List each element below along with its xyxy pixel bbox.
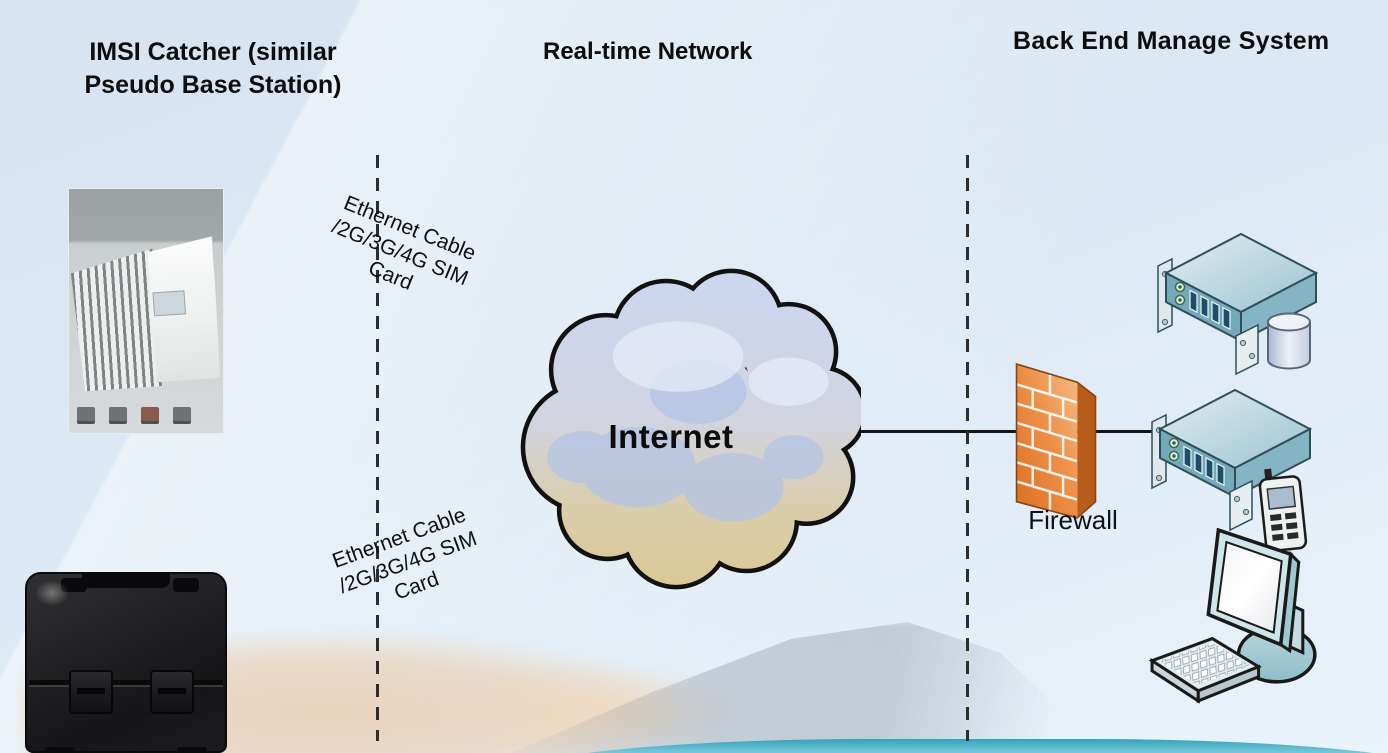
case-handle <box>81 572 171 588</box>
case-highlight <box>35 580 69 606</box>
device-display <box>152 290 187 317</box>
internet-cloud-icon <box>487 250 868 610</box>
device-connectors <box>77 407 217 425</box>
device-heatsink-fins <box>70 248 163 391</box>
case-handle-notch <box>172 578 199 592</box>
rack-server-phone-icon <box>1150 386 1326 564</box>
firewall-label: Firewall <box>1028 505 1118 535</box>
section-title-imsi-catcher: IMSI Catcher (similar Pseudo Base Statio… <box>42 36 384 102</box>
firewall-brick-wall-icon <box>1004 358 1106 526</box>
case-groove <box>29 680 223 685</box>
mobile-phone-icon <box>1258 468 1308 553</box>
background-hand-watermark-2 <box>420 660 750 753</box>
rack-server-database-icon <box>1156 230 1326 382</box>
title-line: Pseudo Base Station) <box>84 71 342 99</box>
case-body <box>25 572 227 753</box>
device-body <box>69 236 223 394</box>
monitor-keyboard-icon <box>1146 526 1342 712</box>
case-latch <box>150 670 195 714</box>
dashed-separator-left <box>376 155 379 741</box>
internet-cloud-label: Internet <box>608 418 734 455</box>
title-line: IMSI Catcher (similar <box>89 38 337 66</box>
case-handle-notch <box>61 578 88 592</box>
dashed-separator-right <box>966 155 969 741</box>
imsi-catcher-device-photo <box>68 188 224 434</box>
case-latch <box>69 670 114 714</box>
bottom-teal-band <box>520 739 1388 753</box>
portable-carry-case-photo <box>25 572 227 753</box>
section-title-realtime-network: Real-time Network <box>543 38 753 65</box>
keyboard-icon <box>1148 636 1262 704</box>
case-foot <box>176 747 207 753</box>
section-title-backend-system: Back End Manage System <box>1013 27 1330 55</box>
case-foot <box>45 747 76 753</box>
